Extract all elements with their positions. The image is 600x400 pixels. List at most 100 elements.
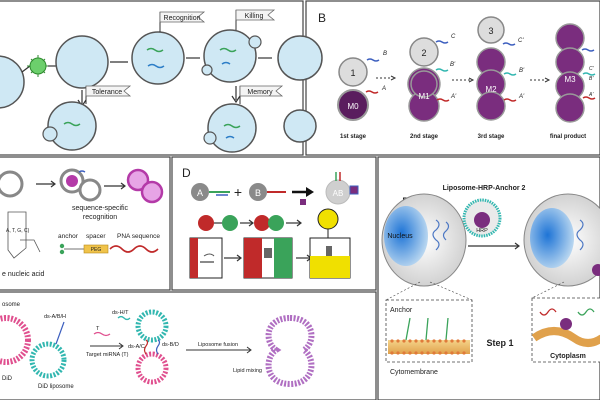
strand-b-prime xyxy=(435,68,449,72)
fused-membrane xyxy=(531,327,600,347)
did-liposome-label: DiD liposome xyxy=(38,384,74,390)
liposome-pink xyxy=(135,351,169,385)
liposome-core xyxy=(66,175,78,187)
vesicle-label-1: 1 xyxy=(350,68,355,78)
bleb xyxy=(248,35,262,49)
fusion-label: Liposome fusion xyxy=(198,342,238,348)
strand-a-prime xyxy=(582,96,596,100)
strand-c xyxy=(435,40,449,44)
dna-strand xyxy=(225,135,235,139)
cell xyxy=(207,103,257,153)
er-structure xyxy=(576,219,584,251)
strand-label: C' xyxy=(589,66,595,72)
cell xyxy=(203,29,257,83)
flag xyxy=(235,9,276,21)
virus-particle xyxy=(27,55,49,77)
membrane-pore xyxy=(203,253,215,257)
cell xyxy=(0,55,25,109)
fused-lipid-vesicle xyxy=(265,314,315,388)
strand-a xyxy=(365,90,379,94)
er-structure xyxy=(442,221,450,241)
cell-label-m1: M1 xyxy=(418,92,430,101)
panel-a: Recognition Killing Tolerance Memory xyxy=(0,9,323,153)
strand-b-prime xyxy=(582,72,596,76)
bleb xyxy=(203,131,217,145)
arrowhead xyxy=(118,342,124,350)
membrane-lipids xyxy=(390,339,466,355)
particle-a xyxy=(191,183,209,201)
vesicle-green xyxy=(268,215,284,231)
channel-plug xyxy=(264,248,272,258)
spacer-peg xyxy=(83,244,109,254)
strand-c-prime xyxy=(502,42,516,46)
ds-abh-label: ds-A/B/H xyxy=(44,314,66,320)
strand-label: B' xyxy=(450,62,456,68)
cell xyxy=(283,109,317,143)
cell xyxy=(277,35,323,81)
strand-label: B' xyxy=(519,68,525,74)
flag xyxy=(239,85,284,97)
fused-liposome xyxy=(140,180,164,204)
pna-sequence xyxy=(109,245,159,253)
panel-d: D A + B AB xyxy=(182,166,359,279)
nucleus xyxy=(384,206,428,266)
vesicle-label-2: 2 xyxy=(421,48,426,58)
chamber-wall-red xyxy=(190,238,198,278)
dna-strand xyxy=(223,123,241,129)
panel-c-border xyxy=(0,156,171,291)
backbone-structure xyxy=(20,239,41,253)
cell-label-m0: M0 xyxy=(347,102,359,111)
vesicle-red xyxy=(254,215,270,231)
stage-label-recognition: Recognition xyxy=(164,15,201,22)
probe-strand xyxy=(55,321,65,345)
target-strand xyxy=(93,331,111,337)
arrowhead xyxy=(390,75,397,81)
strand-label: C' xyxy=(518,38,524,44)
cell-m3-lobe xyxy=(555,93,585,123)
legend-spacer: spacer xyxy=(86,233,106,240)
membrane-bilayer xyxy=(388,340,470,354)
hrp-cargo xyxy=(560,318,572,330)
hybrid-strand xyxy=(155,339,161,355)
chamber-wall-red xyxy=(244,238,262,278)
arrowhead xyxy=(236,254,242,262)
anchor-head xyxy=(59,249,65,255)
arrowhead xyxy=(120,182,126,190)
panel-c: sequence-specific recognition A, T, G, C… xyxy=(0,168,164,278)
dna-strand xyxy=(577,308,595,316)
flag xyxy=(85,85,132,97)
zoom-line xyxy=(429,281,473,301)
anchor-label: Anchor xyxy=(390,307,413,314)
particle-label-ab: AB xyxy=(333,189,344,198)
nucleus xyxy=(530,208,574,268)
particle-label-a: A xyxy=(197,188,203,198)
flag xyxy=(159,11,206,23)
panel-f: F Liposome-HRP-Anchor 2 Nucleus HRP Anch… xyxy=(381,185,600,376)
stage-label-memory: Memory xyxy=(247,89,273,96)
dna-strand xyxy=(63,121,81,127)
cell-label-m3: M3 xyxy=(564,75,576,84)
strand-a-prime xyxy=(503,98,517,102)
dna-strand xyxy=(221,61,231,65)
vesicle-2 xyxy=(409,37,439,67)
liposome-label: osome xyxy=(2,302,21,308)
panel-b: B 1 M0 B A 1st stage 2 M1 C B' A' 2nd st… xyxy=(318,11,596,140)
ds-ht-label: ds-H/T xyxy=(112,310,129,316)
ds-bd-label: ds-B/D xyxy=(162,342,179,348)
zoom-line xyxy=(385,281,421,301)
vesicle-3 xyxy=(477,16,505,44)
anchor-strand xyxy=(425,317,429,341)
vesicle-label-3: 3 xyxy=(488,26,493,36)
cell-m1-lobe xyxy=(410,70,438,98)
step-label: Step 1 xyxy=(486,338,513,348)
connector-arrow xyxy=(21,65,31,73)
chamber-wall-green xyxy=(274,238,292,278)
anchor-strand xyxy=(405,317,411,341)
arrowhead xyxy=(468,77,475,83)
channel-plug xyxy=(326,246,332,256)
cytomembrane-label: Cytomembrane xyxy=(390,369,438,376)
dna-strand xyxy=(146,47,164,53)
anchor-head xyxy=(59,243,65,249)
bases-label: A, T, G, C) xyxy=(6,228,30,234)
